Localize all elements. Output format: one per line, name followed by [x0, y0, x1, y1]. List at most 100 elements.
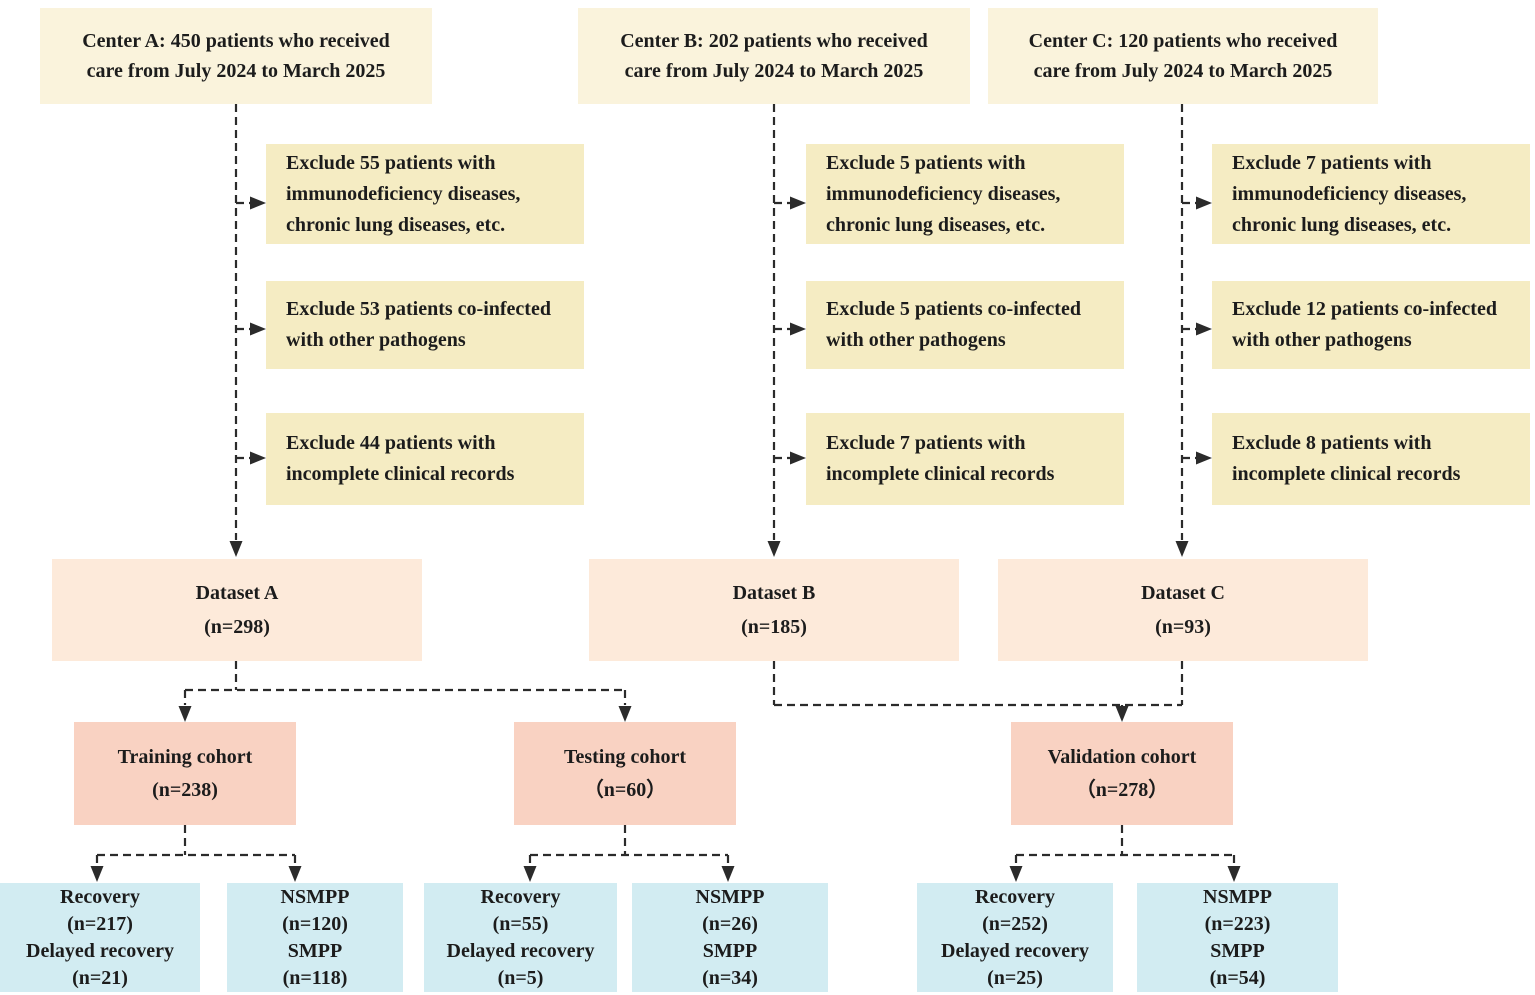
cohort-name: Training cohort	[117, 745, 253, 768]
arrowhead	[1196, 196, 1212, 210]
arrowhead	[790, 451, 806, 465]
arrowhead	[288, 866, 302, 882]
text-line: (n=55)	[492, 912, 549, 935]
text-line: with other pathogens	[1232, 329, 1412, 351]
cohort-n: （n=278）	[1075, 778, 1169, 801]
dataset-name: Dataset B	[732, 582, 816, 604]
text-line: (n=54)	[1209, 966, 1266, 989]
dashed-line	[528, 825, 730, 866]
box-cohort-testing: Testing cohort （n=60）	[514, 722, 736, 825]
text-line: Exclude 55 patients with	[286, 151, 496, 174]
arrowhead	[90, 866, 104, 882]
box-center-c: Center C: 120 patients who received care…	[988, 8, 1378, 104]
cohort-name: Validation cohort	[1047, 745, 1197, 768]
dashed-line	[772, 661, 1184, 707]
text-line: (n=5)	[497, 966, 544, 989]
box-dataset-b: Dataset B (n=185)	[589, 559, 959, 661]
box-exclusion-c-1: Exclude 7 patients with immunodeficiency…	[1212, 144, 1530, 244]
dashed-line	[183, 661, 627, 705]
text-line: care from July 2024 to March 2025	[1033, 60, 1333, 82]
text-line: (n=217)	[67, 912, 133, 935]
dataset-name: Dataset A	[195, 582, 279, 604]
dashed-line	[95, 825, 297, 866]
box-dataset-a: Dataset A (n=298)	[52, 559, 422, 661]
box-outcome-training-recovery: Recovery (n=217) Delayed recovery (n=21)	[0, 883, 200, 992]
arrowhead	[1227, 866, 1241, 882]
text-line: (n=223)	[1204, 912, 1271, 935]
text-line: Exclude 7 patients with	[826, 432, 1026, 454]
text-line: (n=34)	[702, 966, 758, 989]
text-line: SMPP	[287, 939, 343, 962]
dashed-line	[772, 104, 790, 540]
dataset-n: (n=185)	[741, 616, 807, 638]
text-line: (n=26)	[702, 912, 758, 935]
text-line: chronic lung diseases, etc.	[286, 213, 506, 236]
box-outcome-validation-smpp: NSMPP (n=223) SMPP (n=54)	[1137, 883, 1338, 992]
arrowhead	[229, 541, 243, 557]
connector-dataset-a-split	[178, 661, 632, 722]
box-exclusion-c-2: Exclude 12 patients co-infected with oth…	[1212, 281, 1530, 369]
box-center-a: Center A: 450 patients who received care…	[40, 8, 432, 104]
text-line: Center B: 202 patients who received	[620, 30, 928, 52]
text-line: chronic lung diseases, etc.	[1232, 213, 1452, 236]
text-line: Exclude 12 patients co-infected	[1232, 298, 1497, 320]
text-line: care from July 2024 to March 2025	[624, 60, 924, 82]
box-cohort-training: Training cohort (n=238)	[74, 722, 296, 825]
box-exclusion-a-1: Exclude 55 patients with immunodeficienc…	[266, 144, 584, 244]
text-line: Exclude 44 patients with	[286, 432, 496, 454]
box-exclusion-a-2: Exclude 53 patients co-infected with oth…	[266, 281, 584, 369]
box-exclusion-b-3: Exclude 7 patients with incomplete clini…	[806, 413, 1124, 505]
connector-training-split	[90, 825, 302, 882]
box-exclusion-c-3: Exclude 8 patients with incomplete clini…	[1212, 413, 1530, 505]
text-line: Delayed recovery	[941, 939, 1089, 962]
text-line: Center A: 450 patients who received	[82, 30, 390, 52]
text-line: Exclude 7 patients with	[1232, 151, 1432, 174]
connector-validation-split	[1009, 825, 1241, 882]
text-line: NSMPP	[1203, 885, 1272, 908]
connector-center-c	[1175, 104, 1212, 557]
text-line: incomplete clinical records	[826, 463, 1055, 485]
text-line: Exclude 5 patients co-infected	[826, 298, 1081, 320]
arrowhead	[250, 322, 266, 336]
box-cohort-validation: Validation cohort （n=278）	[1011, 722, 1233, 825]
dashed-line	[1014, 825, 1236, 866]
arrowhead	[1196, 322, 1212, 336]
text-line: (n=120)	[282, 912, 348, 935]
box-exclusion-a-3: Exclude 44 patients with incomplete clin…	[266, 413, 584, 505]
arrowhead	[523, 866, 537, 882]
arrowhead	[1009, 866, 1023, 882]
text-line: Center C: 120 patients who received	[1028, 30, 1338, 52]
arrowhead	[178, 706, 192, 722]
text-line: Delayed recovery	[26, 939, 174, 962]
box-outcome-testing-smpp: NSMPP (n=26) SMPP (n=34)	[632, 883, 828, 992]
text-line: (n=252)	[982, 912, 1048, 935]
text-line: NSMPP	[695, 885, 765, 908]
arrowhead	[767, 541, 781, 557]
text-line: incomplete clinical records	[1232, 463, 1461, 485]
cohort-n: （n=60）	[583, 778, 667, 801]
dataset-n: (n=93)	[1155, 616, 1211, 638]
text-line: immunodeficiency diseases,	[826, 182, 1061, 205]
arrowhead	[618, 706, 632, 722]
text-line: chronic lung diseases, etc.	[826, 213, 1046, 236]
text-line: SMPP	[1210, 939, 1265, 962]
arrowhead	[721, 866, 735, 882]
text-line: care from July 2024 to March 2025	[86, 60, 386, 82]
box-outcome-training-smpp: NSMPP (n=120) SMPP (n=118)	[227, 883, 403, 992]
text-line: Exclude 5 patients with	[826, 151, 1026, 174]
text-line: immunodeficiency diseases,	[1232, 182, 1467, 205]
box-exclusion-b-2: Exclude 5 patients co-infected with othe…	[806, 281, 1124, 369]
connector-dataset-bc-merge	[772, 661, 1184, 722]
text-line: with other pathogens	[826, 329, 1006, 351]
text-line: incomplete clinical records	[286, 463, 515, 485]
text-line: (n=21)	[72, 966, 128, 989]
arrowhead	[250, 451, 266, 465]
text-line: Exclude 53 patients co-infected	[286, 298, 551, 320]
dashed-line	[234, 104, 250, 540]
text-line: (n=118)	[282, 966, 348, 989]
text-line: NSMPP	[280, 885, 350, 908]
text-line: with other pathogens	[286, 329, 466, 351]
connector-testing-split	[523, 825, 735, 882]
text-line: Delayed recovery	[446, 939, 595, 962]
